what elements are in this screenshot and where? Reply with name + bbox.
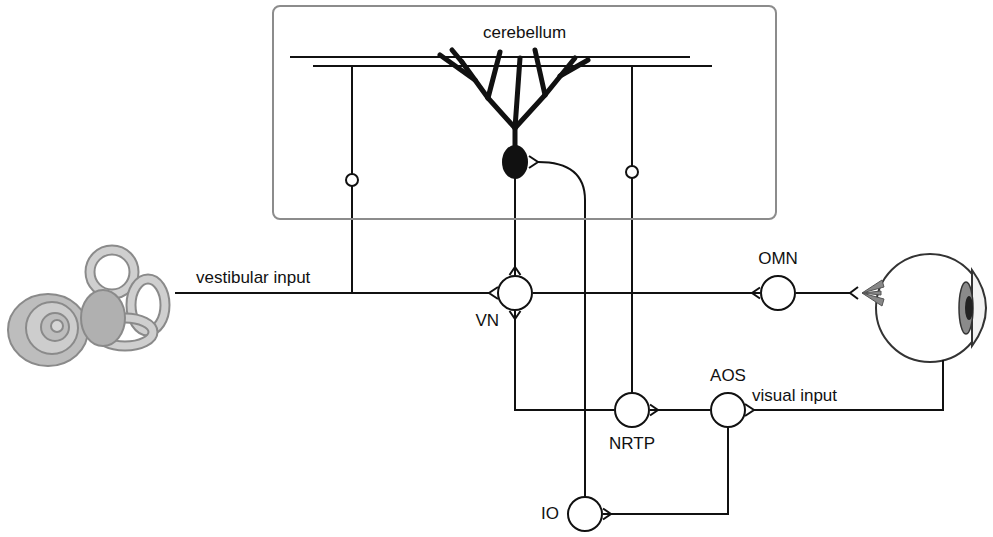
nucleus-shape (615, 393, 649, 427)
nucleus-circle: OMN (760, 275, 796, 311)
input-label: vestibular input (196, 268, 310, 288)
nucleus-circle: IO (567, 496, 603, 532)
region-box: cerebellum (272, 5, 777, 220)
iris (959, 282, 973, 334)
nucleus-outline (614, 392, 650, 428)
parallel-fiber (313, 65, 712, 67)
nucleus-outline (760, 275, 796, 311)
nucleus-circle: NRTP (614, 392, 650, 428)
parallel-fiber (290, 56, 690, 58)
nucleus-outline (710, 392, 746, 428)
fiber-connector (533, 292, 760, 294)
nucleus-label: OMN (758, 249, 798, 269)
dendrite (452, 50, 462, 62)
nucleus-label: NRTP (609, 434, 655, 454)
mossy-fiber (631, 66, 633, 220)
region-title: cerebellum (479, 23, 570, 43)
semicircular-canal (90, 250, 134, 294)
dendrite (488, 52, 500, 98)
nucleus-label: AOS (710, 366, 746, 386)
nucleus-circle: VN (497, 275, 533, 311)
fiber-connector (631, 220, 633, 392)
cerebellar-circuit (290, 50, 712, 293)
nucleus-circle: AOS (710, 392, 746, 428)
purkinje-soma (502, 145, 528, 179)
nucleus-shape (568, 497, 602, 531)
cochlea (8, 294, 88, 366)
granule-cell (626, 166, 638, 178)
synapse-fork (529, 156, 538, 168)
fiber-connector (650, 409, 710, 411)
cochlea-turn (41, 313, 69, 341)
nucleus-shape (498, 276, 532, 310)
synapse-fork (489, 287, 498, 299)
nucleus-outline (567, 496, 603, 532)
fiber-connector (514, 220, 516, 275)
fiber-connector (584, 220, 586, 496)
climbing-fiber (538, 162, 585, 220)
cochlea-apex (51, 320, 63, 332)
dendrite (515, 58, 520, 128)
nucleus-label: IO (541, 504, 559, 524)
pupil (965, 296, 973, 320)
synapse-fork (850, 287, 858, 299)
input-label: visual input (752, 386, 837, 406)
nucleus-label: VN (475, 311, 499, 331)
dendrite (535, 50, 545, 95)
connector-group (515, 220, 760, 514)
nucleus-shape (711, 393, 745, 427)
fiber-connector (515, 311, 614, 410)
eyeball (876, 254, 984, 362)
vestibular-line (175, 292, 489, 294)
vestibule (81, 290, 125, 346)
inner-ear (8, 250, 165, 366)
canal-outline (90, 250, 134, 294)
motor-line (796, 292, 850, 294)
dendrite (488, 98, 515, 128)
eye-muscle (862, 291, 881, 295)
cochlea-turn (26, 302, 78, 354)
nucleus-outline (497, 275, 533, 311)
cornea (972, 270, 986, 346)
purkinje-axon (514, 176, 516, 220)
eye (862, 254, 986, 362)
nucleus-shape (761, 276, 795, 310)
granule-cell (346, 174, 358, 186)
input-lines (175, 287, 943, 416)
fiber-connector (603, 428, 728, 514)
dendrite (560, 60, 588, 76)
synapse-fork (745, 404, 754, 416)
purkinje-dendrites (440, 50, 588, 150)
